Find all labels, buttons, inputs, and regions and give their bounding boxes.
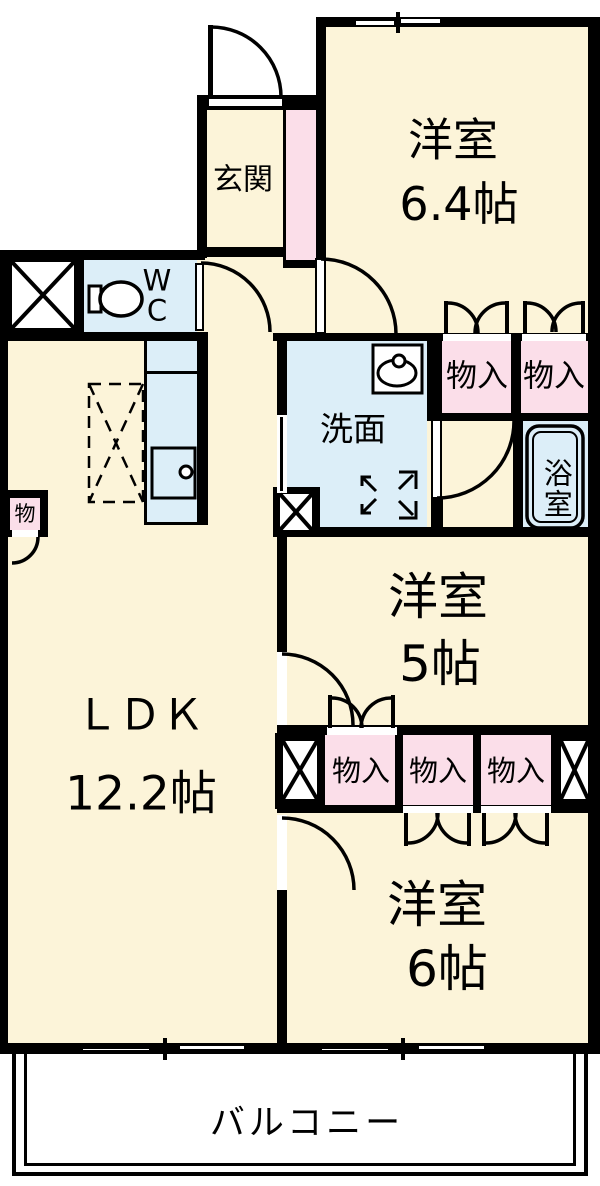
balcony-inner-rail <box>24 1050 576 1166</box>
side-storage-label: 物 <box>14 501 36 526</box>
pipe-shaft <box>561 741 588 799</box>
closet-sill <box>403 806 473 813</box>
washroom-door <box>280 417 283 491</box>
balcony-label: バルコニー <box>209 1103 405 1144</box>
wall <box>0 250 8 1043</box>
entrance-door-panel <box>208 25 213 98</box>
closet-sill <box>443 334 511 341</box>
wall <box>277 890 287 1043</box>
wall <box>473 735 481 805</box>
kitchen-counter-divider <box>144 371 200 374</box>
wall <box>0 250 205 260</box>
wall <box>197 97 207 258</box>
closet-mid-3-label: 物入 <box>486 753 546 788</box>
closet-mid-2 <box>403 735 473 805</box>
shoe-cabinet <box>286 108 316 262</box>
window-tick <box>396 12 400 33</box>
wall <box>8 332 205 341</box>
room64-size: 6.4帖 <box>399 176 519 231</box>
wall <box>317 17 600 27</box>
closet-mid-1-label: 物入 <box>331 753 391 788</box>
wall <box>395 735 403 805</box>
wall <box>511 333 521 421</box>
kitchen-counter <box>144 338 200 525</box>
side-storage <box>10 498 40 530</box>
room5-size: 5帖 <box>399 634 481 693</box>
wall <box>316 17 326 259</box>
wall <box>427 413 600 421</box>
room5-label: 洋室 <box>388 567 488 626</box>
wall <box>200 332 208 525</box>
room6-door-opening <box>277 815 287 890</box>
pipe-shaft <box>12 262 74 328</box>
window <box>356 21 394 25</box>
closet-sill <box>522 334 586 341</box>
bathroom-label: 浴室 <box>539 458 574 520</box>
ldk-size: 12.2帖 <box>65 766 217 822</box>
entrance-door-arc <box>210 25 283 98</box>
entrance-step <box>197 247 285 257</box>
entrance-opening <box>209 99 282 106</box>
wall <box>283 260 316 268</box>
genkan-label: 玄関 <box>213 162 273 198</box>
window-tick <box>163 1038 167 1060</box>
closet-mid-3 <box>481 735 551 805</box>
closet-upper-2 <box>521 341 588 413</box>
wall <box>275 527 600 537</box>
closet-upper-1-label: 物入 <box>446 358 508 395</box>
wc-door-panel <box>195 263 204 331</box>
side-storage-sill <box>12 530 38 537</box>
room5-door-opening <box>277 652 287 725</box>
closet-mid-2-label: 物入 <box>408 753 468 788</box>
closet-sill <box>481 806 551 813</box>
window <box>419 1046 484 1049</box>
window <box>401 19 440 23</box>
closet-sill <box>327 727 397 735</box>
window <box>180 1046 244 1049</box>
wall <box>0 1043 600 1054</box>
pipe-shaft <box>280 494 312 530</box>
room6-size: 6帖 <box>406 939 488 998</box>
closet-upper-1 <box>442 341 511 413</box>
washroom-label: 洗面 <box>320 409 386 449</box>
room6-label: 洋室 <box>387 875 487 934</box>
bathroom-door-panel <box>431 419 442 499</box>
wall <box>277 493 287 652</box>
room64-door-panel <box>315 258 326 334</box>
wc-label: W C <box>142 263 172 328</box>
window-tick <box>401 1038 405 1060</box>
closet-mid-1 <box>325 735 395 805</box>
wall <box>277 725 600 735</box>
wall <box>277 341 287 415</box>
wc-room <box>84 260 197 332</box>
wall <box>283 108 286 262</box>
wall <box>513 421 523 533</box>
room64-label: 洋室 <box>407 113 499 167</box>
pipe-shaft <box>283 741 317 799</box>
ldk-label: ＬＤＫ <box>75 690 205 741</box>
wall <box>427 333 442 421</box>
closet-upper-2-label: 物入 <box>523 358 585 395</box>
